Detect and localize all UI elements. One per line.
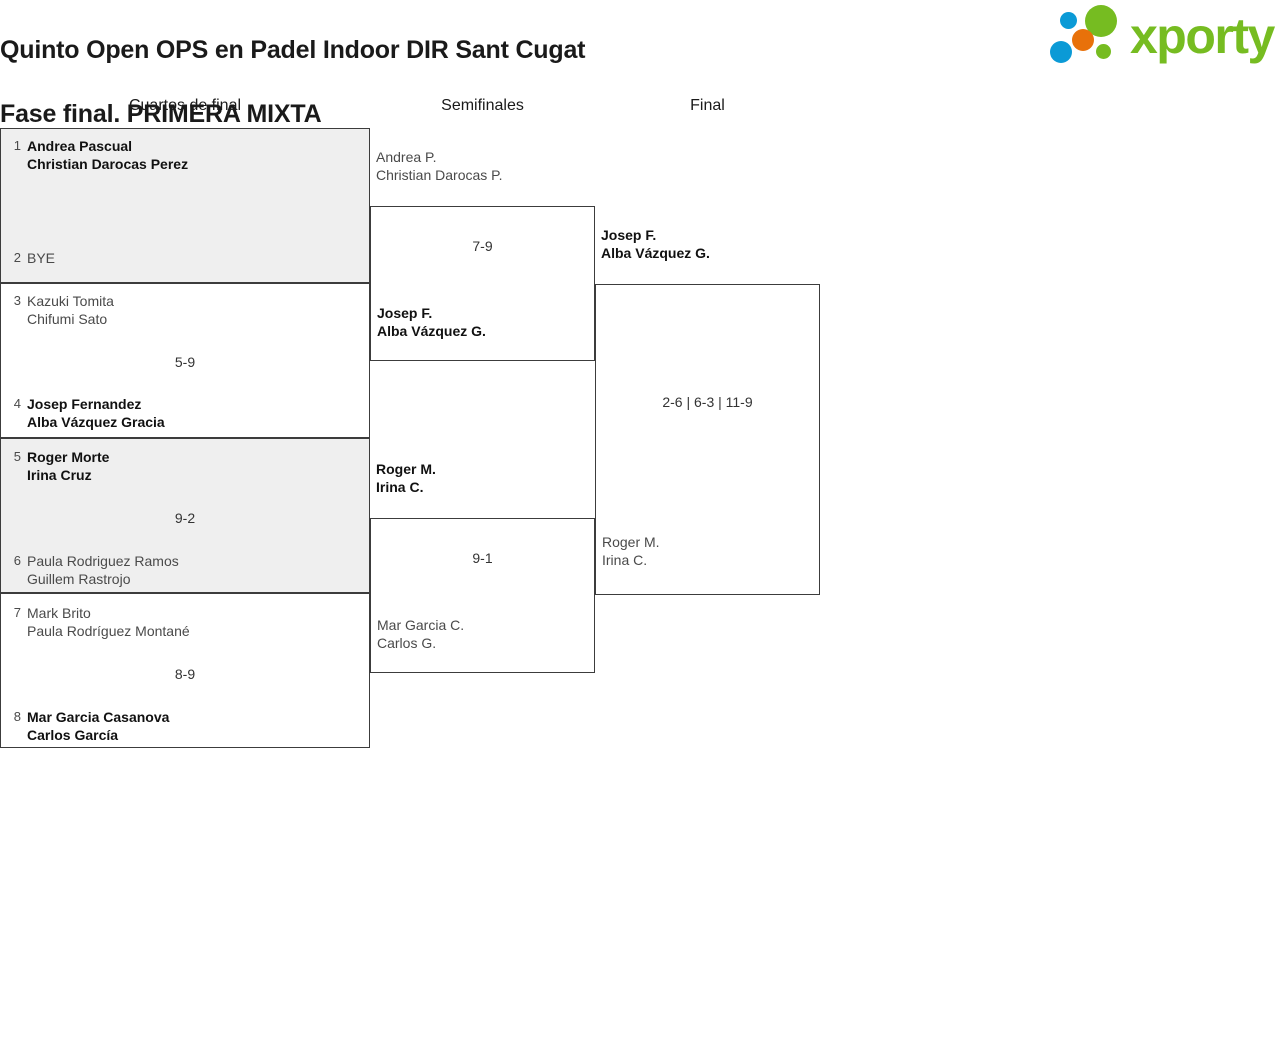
qf4-bottom-player2: Carlos García (27, 727, 119, 743)
xporty-logo[interactable]: xporty (1048, 4, 1275, 64)
match-box-qf-4[interactable]: 7 Mark Brito Paula Rodríguez Montané 8-9… (0, 593, 370, 748)
qf2-bottom-player1: Josep Fernandez (27, 396, 142, 412)
final-bottom-names[interactable]: Roger M. Irina C. (602, 533, 660, 569)
qf2-top-seed: 3 (13, 293, 21, 308)
sf2-top-player2: Irina C. (376, 479, 424, 495)
qf3-top-player[interactable]: 5 Roger Morte Irina Cruz (1, 448, 369, 484)
qf4-bottom-player1: Mar Garcia Casanova (27, 709, 170, 725)
qf1-top-seed: 1 (13, 138, 21, 153)
qf1-top-player[interactable]: 1 Andrea Pascual Christian Darocas Perez (1, 137, 369, 173)
sf2-top-names: Roger M. Irina C. (376, 460, 436, 496)
match-box-qf-2[interactable]: 3 Kazuki Tomita Chifumi Sato 5-9 4 Josep… (0, 283, 370, 438)
qf1-bottom-seed: 2 (13, 250, 21, 265)
qf3-bottom-seed: 6 (13, 553, 21, 568)
qf2-bottom-player[interactable]: 4 Josep Fernandez Alba Vázquez Gracia (1, 395, 369, 431)
sf1-bottom-player2: Alba Vázquez G. (377, 323, 486, 339)
qf4-bottom-seed: 8 (13, 709, 21, 724)
logo-dot-blue-bottom (1050, 41, 1072, 63)
final-top-player2: Alba Vázquez G. (601, 245, 710, 261)
qf2-top-player[interactable]: 3 Kazuki Tomita Chifumi Sato (1, 292, 369, 328)
round-header-semifinales: Semifinales (441, 97, 524, 114)
qf4-bottom-player[interactable]: 8 Mar Garcia Casanova Carlos García (1, 708, 369, 744)
qf4-bottom-names: Mar Garcia Casanova Carlos García (27, 708, 169, 744)
sf1-top-player2: Christian Darocas P. (376, 167, 503, 183)
qf3-top-player1: Roger Morte (27, 449, 110, 465)
qf3-bottom-player[interactable]: 6 Paula Rodriguez Ramos Guillem Rastrojo (1, 552, 369, 588)
logo-dots-icon (1048, 4, 1138, 64)
sf2-bottom-player2: Carlos G. (377, 635, 437, 651)
final-score: 2-6 | 6-3 | 11-9 (662, 394, 753, 410)
qf1-bottom-bye-label: BYE (27, 250, 56, 266)
qf3-bottom-player2: Guillem Rastrojo (27, 571, 131, 587)
qf2-top-player1: Kazuki Tomita (27, 293, 114, 309)
qf1-top-player2: Christian Darocas Perez (27, 156, 189, 172)
qf2-score: 5-9 (174, 354, 196, 370)
logo-dot-green-small (1096, 44, 1111, 59)
qf2-bottom-names: Josep Fernandez Alba Vázquez Gracia (27, 395, 165, 431)
qf3-bottom-names: Paula Rodriguez Ramos Guillem Rastrojo (27, 552, 179, 588)
match-box-final[interactable]: 2-6 | 6-3 | 11-9 Roger M. Irina C. (595, 284, 820, 595)
logo-wordmark: xporty (1130, 8, 1275, 64)
logo-dot-blue-top (1060, 12, 1077, 29)
qf1-top-names: Andrea Pascual Christian Darocas Perez (27, 137, 188, 173)
qf4-top-player[interactable]: 7 Mark Brito Paula Rodríguez Montané (1, 604, 369, 640)
qf4-top-names: Mark Brito Paula Rodríguez Montané (27, 604, 190, 640)
match-box-qf-1[interactable]: 1 Andrea Pascual Christian Darocas Perez… (0, 128, 370, 283)
qf2-bottom-player2: Alba Vázquez Gracia (27, 414, 165, 430)
sf2-bottom-player1: Mar Garcia C. (377, 617, 465, 633)
logo-dot-orange (1072, 29, 1094, 51)
sf2-bottom-names[interactable]: Mar Garcia C. Carlos G. (377, 616, 464, 652)
title-line-2: Fase final. PRIMERA MIXTA (0, 100, 322, 128)
qf4-top-player2: Paula Rodríguez Montané (27, 623, 190, 639)
final-bottom-player1: Roger M. (602, 534, 660, 550)
qf3-score: 9-2 (174, 510, 196, 526)
sf1-top-names: Andrea P. Christian Darocas P. (376, 148, 503, 184)
final-top-player1: Josep F. (601, 227, 657, 243)
qf2-top-player2: Chifumi Sato (27, 311, 108, 327)
qf3-top-seed: 5 (13, 449, 21, 464)
sf1-bottom-player1: Josep F. (377, 305, 433, 321)
match-box-sf-1[interactable]: 7-9 Josep F. Alba Vázquez G. (370, 206, 595, 361)
final-bottom-player2: Irina C. (602, 552, 648, 568)
sf1-top-player1: Andrea P. (376, 149, 437, 165)
sf1-score: 7-9 (472, 238, 493, 254)
qf3-bottom-player1: Paula Rodriguez Ramos (27, 553, 179, 569)
match-box-sf-2[interactable]: 9-1 Mar Garcia C. Carlos G. (370, 518, 595, 673)
round-header-cuartos: Cuartos de final (128, 97, 242, 114)
qf3-top-names: Roger Morte Irina Cruz (27, 448, 109, 484)
sf2-score: 9-1 (472, 550, 493, 566)
qf3-top-player2: Irina Cruz (27, 467, 92, 483)
qf4-score: 8-9 (174, 666, 196, 682)
title-line-1: Quinto Open OPS en Padel Indoor DIR Sant… (0, 36, 586, 64)
page-title: Quinto Open OPS en Padel Indoor DIR Sant… (0, 2, 1000, 162)
qf1-top-player1: Andrea Pascual (27, 138, 133, 154)
final-top-names: Josep F. Alba Vázquez G. (601, 226, 710, 262)
sf1-bottom-names[interactable]: Josep F. Alba Vázquez G. (377, 304, 486, 340)
round-header-final: Final (690, 97, 725, 114)
qf4-top-player1: Mark Brito (27, 605, 91, 621)
qf1-bottom-player[interactable]: 2 BYE (1, 249, 369, 267)
qf2-bottom-seed: 4 (13, 396, 21, 411)
match-box-qf-3[interactable]: 5 Roger Morte Irina Cruz 9-2 6 Paula Rod… (0, 438, 370, 593)
qf2-top-names: Kazuki Tomita Chifumi Sato (27, 292, 114, 328)
qf4-top-seed: 7 (13, 605, 21, 620)
sf2-top-player1: Roger M. (376, 461, 436, 477)
